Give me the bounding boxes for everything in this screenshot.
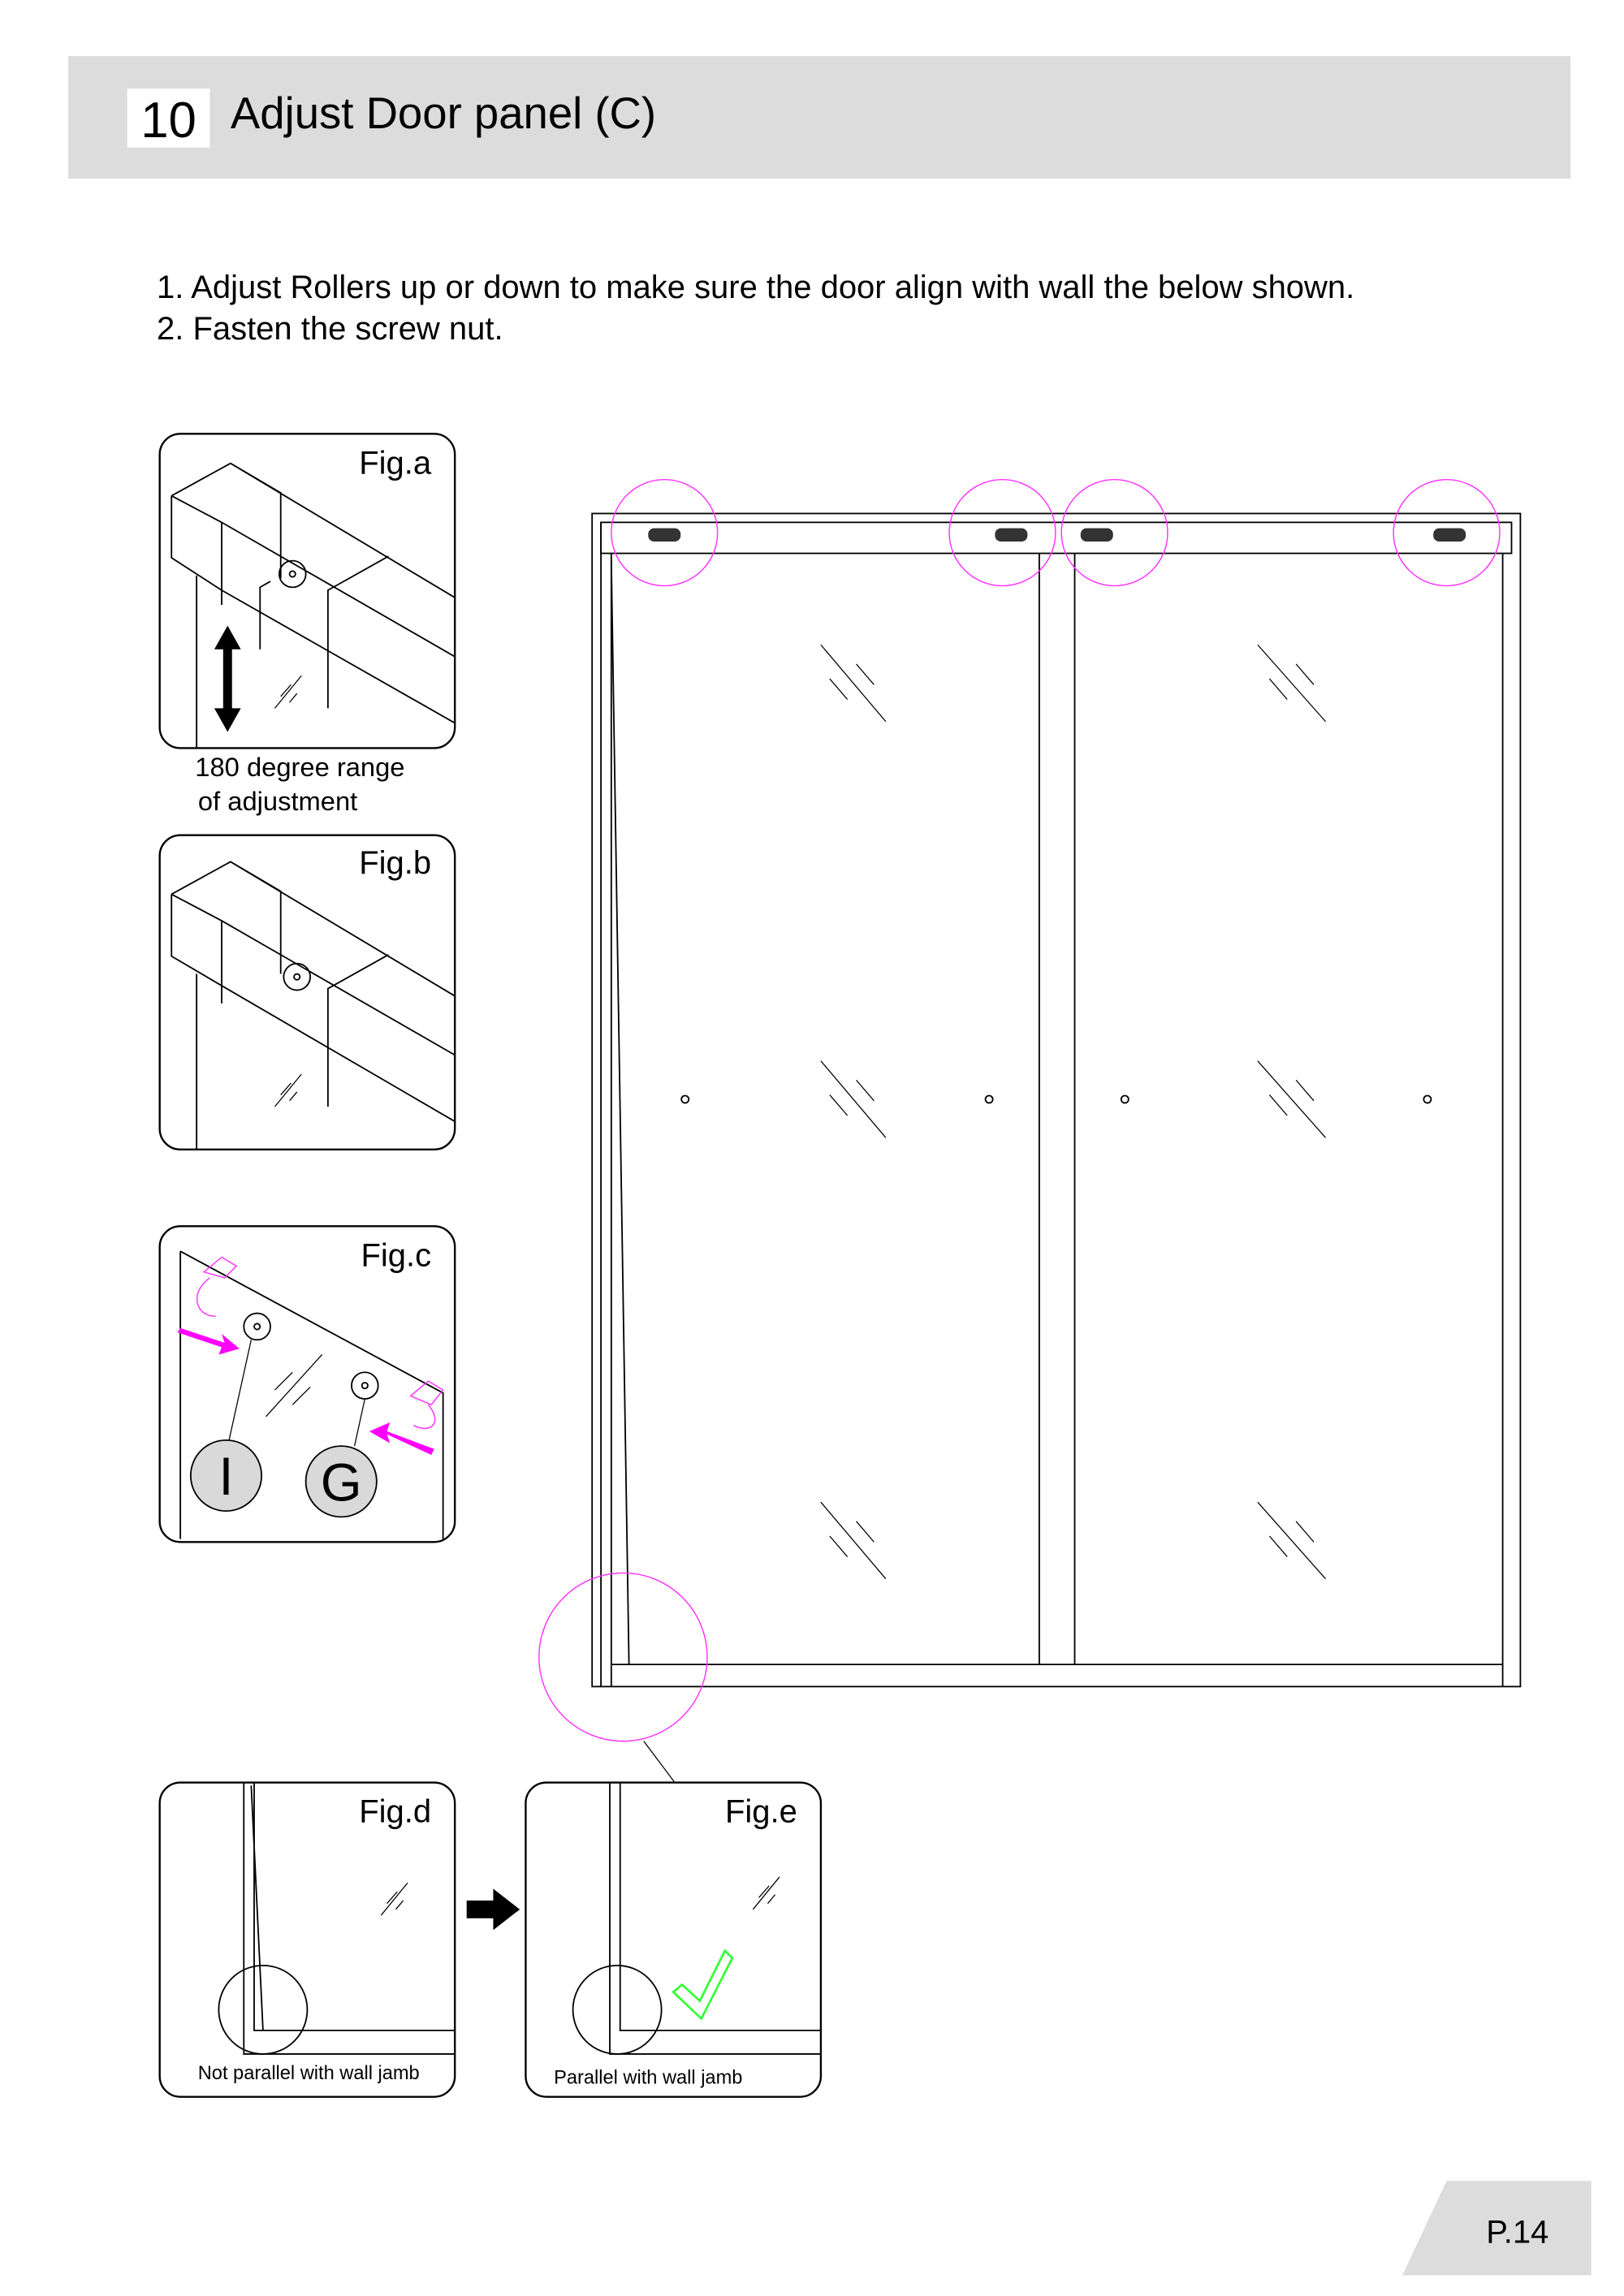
- figure-c: Fig.c I G: [158, 1225, 456, 1543]
- step-number: 10: [140, 93, 197, 149]
- bracket-icon: [196, 1256, 238, 1317]
- roller-icon: [278, 559, 307, 589]
- figure-a-caption-line1: 180 degree range: [195, 752, 404, 782]
- roller-markers: [648, 528, 1466, 542]
- handle-holes: [680, 1094, 1432, 1104]
- figure-a-caption-line2: of adjustment: [198, 786, 357, 816]
- instruction-2: 2. Fasten the screw nut.: [157, 311, 503, 347]
- header-band: [67, 56, 1571, 179]
- step-title: Adjust Door panel (C): [231, 88, 656, 138]
- figure-b: Fig.b: [158, 834, 456, 1150]
- bracket-icon: [409, 1380, 444, 1430]
- callout-g-label: G: [321, 1452, 362, 1512]
- roller-i-icon: [243, 1312, 271, 1341]
- highlight-roller-3: [1060, 478, 1168, 587]
- up-down-arrow-icon: [214, 625, 241, 732]
- instruction-1: 1. Adjust Rollers up or down to make sur…: [157, 270, 1354, 305]
- figure-b-label: Fig.b: [359, 845, 431, 881]
- page-number: P.14: [1486, 2215, 1548, 2251]
- figure-d-caption: Not parallel with wall jamb: [198, 2063, 420, 2084]
- glass-marks: [820, 644, 1326, 1580]
- callout-g: [304, 1445, 378, 1518]
- highlight-roller-2: [948, 478, 1056, 587]
- highlight-bottom-corner: [538, 1572, 708, 1742]
- insert-arrow-icon: [177, 1327, 240, 1355]
- figure-d: Fig.d Not parallel with wall jamb: [158, 1781, 456, 2098]
- highlight-roller-4: [1393, 478, 1501, 587]
- figure-a-label: Fig.a: [359, 445, 432, 481]
- highlight-roller-1: [611, 478, 719, 587]
- callout-i: [189, 1439, 262, 1513]
- figure-c-label: Fig.c: [361, 1237, 431, 1273]
- step-number-box: [127, 88, 210, 148]
- figure-e-caption: Parallel with wall jamb: [554, 2067, 742, 2088]
- roller-icon: [283, 962, 311, 991]
- figure-d-label: Fig.d: [359, 1794, 431, 1830]
- figure-e-label: Fig.e: [725, 1794, 797, 1830]
- page-tab: [1402, 2181, 1592, 2276]
- right-arrow-icon: [466, 1888, 520, 1931]
- door-assembly-drawing: [538, 478, 1522, 1783]
- figure-a: Fig.a: [158, 433, 456, 749]
- step-header: 10 Adjust Door panel (C): [67, 56, 1571, 179]
- figure-e: Fig.e Parallel with wall jamb: [525, 1781, 823, 2098]
- insert-arrow-icon: [369, 1422, 434, 1456]
- callout-i-label: I: [218, 1447, 233, 1506]
- check-icon: [672, 1949, 734, 2021]
